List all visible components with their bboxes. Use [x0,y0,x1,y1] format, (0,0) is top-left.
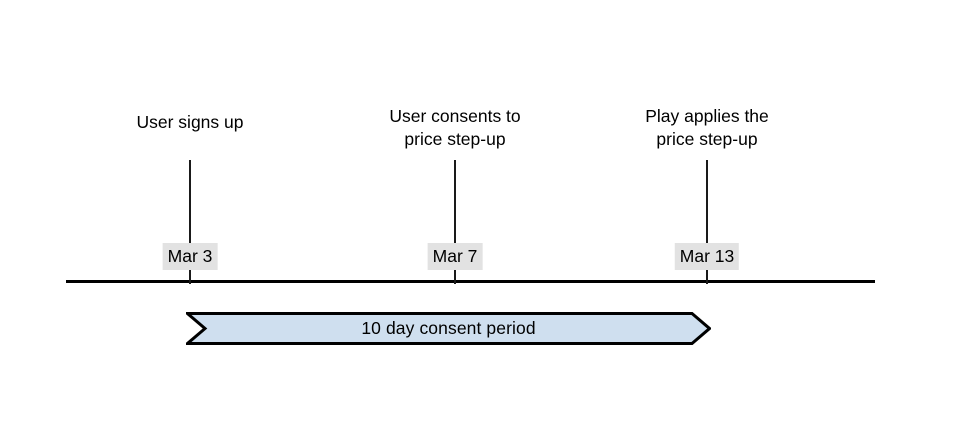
timeline-axis [66,280,875,283]
milestone-date-label: Mar 3 [162,243,218,270]
consent-period-shape [186,312,711,345]
consent-period-banner: 10 day consent period [186,312,711,345]
milestone-stem [189,160,191,284]
chevron-ribbon-icon [186,312,711,345]
milestone-date-label: Mar 7 [427,243,483,270]
milestone-caption: User consents to price step-up [389,106,521,149]
milestone-caption: User signs up [136,112,244,132]
milestone-date-label: Mar 13 [674,243,740,270]
milestone-caption: Play applies the price step-up [645,106,769,149]
milestone-stem [706,160,708,284]
milestone-stem [454,160,456,284]
consent-period-label: 10 day consent period [361,318,536,338]
